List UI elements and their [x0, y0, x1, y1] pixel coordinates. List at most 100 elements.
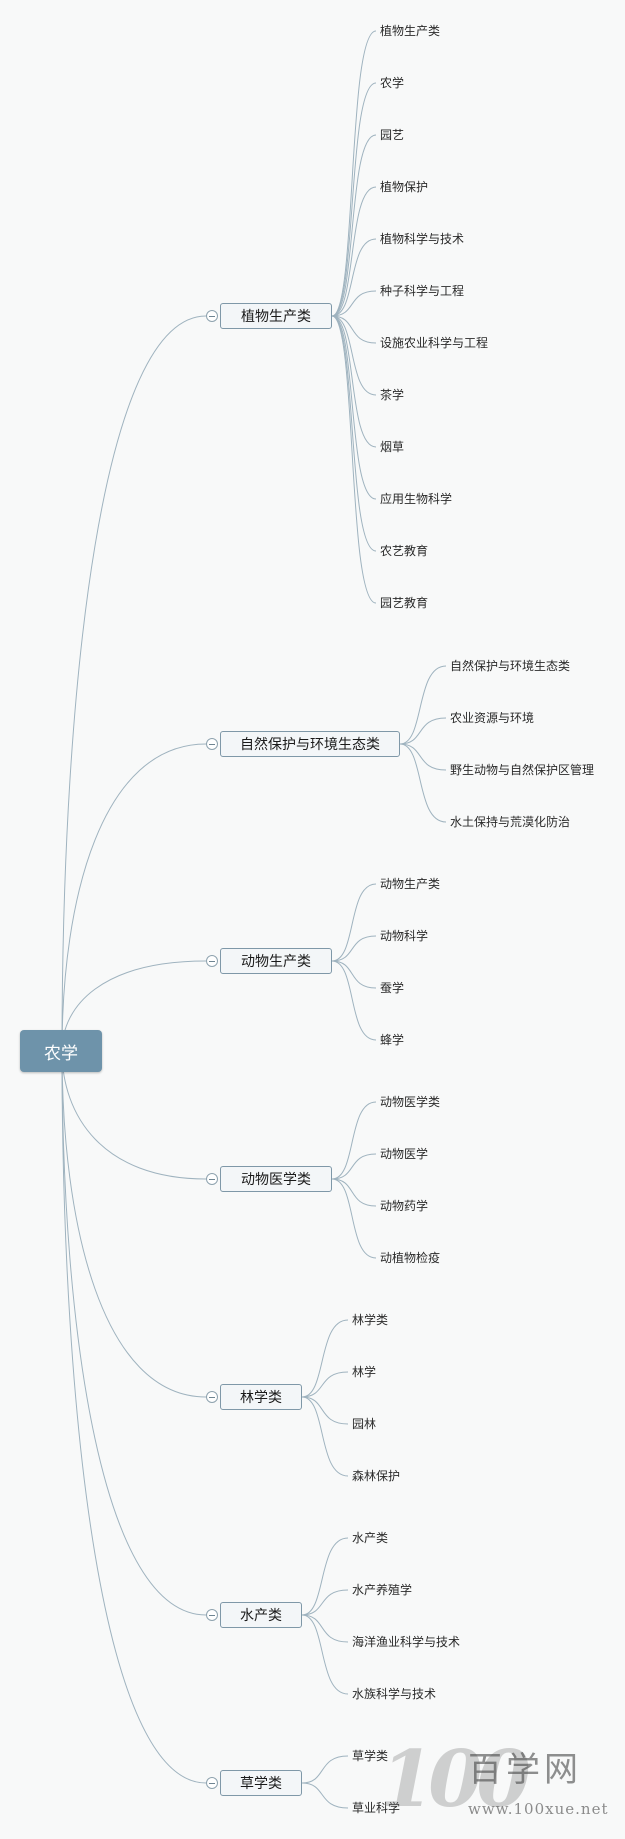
collapse-icon[interactable] — [206, 1173, 218, 1185]
root-connector — [61, 1050, 207, 1180]
branch-label: 草学类 — [240, 1776, 282, 1792]
leaf-item[interactable]: 园艺教育 — [380, 596, 429, 610]
leaf-connector — [331, 315, 377, 552]
branch-label: 自然保护与环境生态类 — [240, 737, 380, 753]
branch-node-grassland[interactable]: 草学类 — [220, 1770, 302, 1796]
leaf-connector — [301, 1782, 349, 1809]
leaf-connector — [301, 1396, 349, 1425]
leaf-item[interactable]: 蜂学 — [380, 1033, 405, 1047]
leaf-connector — [399, 717, 447, 745]
leaf-connector — [301, 1371, 349, 1398]
leaf-item[interactable]: 植物生产类 — [380, 24, 441, 38]
leaf-item[interactable]: 水产类 — [352, 1531, 389, 1545]
root-node[interactable]: 农学 — [20, 1030, 102, 1072]
leaf-item[interactable]: 动物生产类 — [380, 877, 441, 891]
leaf-item[interactable]: 草业科学 — [352, 1801, 401, 1815]
leaf-item[interactable]: 农艺教育 — [380, 544, 429, 558]
leaf-connector — [331, 883, 377, 962]
leaf-item[interactable]: 农学 — [380, 76, 405, 90]
leaf-item[interactable]: 野生动物与自然保护区管理 — [450, 763, 595, 777]
root-connector — [61, 1050, 207, 1398]
leaf-item[interactable]: 海洋渔业科学与技术 — [352, 1635, 461, 1649]
leaf-item[interactable]: 草学类 — [352, 1749, 389, 1763]
leaf-item[interactable]: 水族科学与技术 — [352, 1687, 437, 1701]
leaf-connector — [331, 1178, 377, 1259]
leaf-connector — [331, 238, 377, 317]
watermark-name: 百学网 — [468, 1750, 582, 1790]
root-label: 农学 — [44, 1043, 78, 1064]
branch-node-animal-production[interactable]: 动物生产类 — [220, 948, 332, 974]
leaf-connector — [301, 1614, 349, 1643]
leaf-item[interactable]: 动物医学类 — [380, 1095, 441, 1109]
leaf-item[interactable]: 种子科学与工程 — [380, 284, 465, 298]
leaf-item[interactable]: 林学类 — [352, 1313, 389, 1327]
collapse-icon[interactable] — [206, 1609, 218, 1621]
branch-node-veterinary[interactable]: 动物医学类 — [220, 1166, 332, 1192]
collapse-icon[interactable] — [206, 955, 218, 967]
leaf-item[interactable]: 园林 — [352, 1417, 377, 1431]
branch-node-aquaculture[interactable]: 水产类 — [220, 1602, 302, 1628]
leaf-connector — [331, 30, 377, 317]
leaf-connector — [331, 315, 377, 604]
leaf-connector — [331, 935, 377, 962]
branch-node-forestry[interactable]: 林学类 — [220, 1384, 302, 1410]
collapse-icon[interactable] — [206, 310, 218, 322]
leaf-connector — [301, 1614, 349, 1695]
leaf-item[interactable]: 水土保持与荒漠化防治 — [450, 815, 571, 829]
leaf-item[interactable]: 动物药学 — [380, 1199, 429, 1213]
collapse-icon[interactable] — [206, 738, 218, 750]
leaf-connector — [301, 1319, 349, 1398]
leaf-connector — [331, 960, 377, 1041]
leaf-item[interactable]: 植物保护 — [380, 180, 429, 194]
leaf-connector — [399, 743, 447, 771]
leaf-connector — [399, 743, 447, 823]
leaf-item[interactable]: 园艺 — [380, 128, 405, 142]
leaf-connector — [331, 315, 377, 396]
leaf-item[interactable]: 茶学 — [380, 388, 405, 402]
leaf-connector — [301, 1537, 349, 1616]
leaf-connector — [331, 1101, 377, 1180]
collapse-icon[interactable] — [206, 1391, 218, 1403]
leaf-connector — [331, 315, 377, 344]
leaf-connector — [301, 1755, 349, 1784]
leaf-connector — [331, 315, 377, 500]
leaf-item[interactable]: 林学 — [352, 1365, 377, 1379]
leaf-connector — [331, 290, 377, 317]
branch-node-nature-conservation[interactable]: 自然保护与环境生态类 — [220, 731, 400, 757]
branch-label: 动物生产类 — [241, 954, 311, 970]
watermark-logo: 100 百学网 www.100xue.net — [380, 1740, 625, 1839]
leaf-item[interactable]: 烟草 — [380, 440, 405, 454]
leaf-connector — [331, 1153, 377, 1180]
leaf-connector — [331, 1178, 377, 1207]
leaf-item[interactable]: 蚕学 — [380, 981, 405, 995]
root-connector — [61, 743, 207, 1052]
branch-label: 植物生产类 — [241, 309, 311, 325]
leaf-item[interactable]: 植物科学与技术 — [380, 232, 465, 246]
root-connector — [61, 315, 207, 1052]
collapse-icon[interactable] — [206, 1777, 218, 1789]
leaf-item[interactable]: 农业资源与环境 — [450, 711, 535, 725]
root-connector — [61, 1050, 207, 1616]
leaf-item[interactable]: 水产养殖学 — [352, 1583, 413, 1597]
leaf-connector — [301, 1396, 349, 1477]
leaf-item[interactable]: 应用生物科学 — [380, 492, 453, 506]
root-connector — [61, 1050, 207, 1784]
leaf-connector — [331, 186, 377, 317]
leaf-connector — [399, 665, 447, 745]
leaf-connector — [331, 315, 377, 448]
watermark-url: www.100xue.net — [468, 1800, 609, 1818]
leaf-item[interactable]: 自然保护与环境生态类 — [450, 659, 571, 673]
branch-label: 林学类 — [240, 1390, 282, 1406]
leaf-item[interactable]: 设施农业科学与工程 — [380, 336, 489, 350]
branch-label: 动物医学类 — [241, 1172, 311, 1188]
leaf-item[interactable]: 森林保护 — [352, 1469, 401, 1483]
leaf-item[interactable]: 动物医学 — [380, 1147, 429, 1161]
leaf-connector — [331, 134, 377, 317]
branch-node-plant-production[interactable]: 植物生产类 — [220, 303, 332, 329]
leaf-item[interactable]: 动植物检疫 — [380, 1251, 441, 1265]
leaf-connector — [301, 1589, 349, 1616]
branch-label: 水产类 — [240, 1608, 282, 1624]
leaf-item[interactable]: 动物科学 — [380, 929, 429, 943]
